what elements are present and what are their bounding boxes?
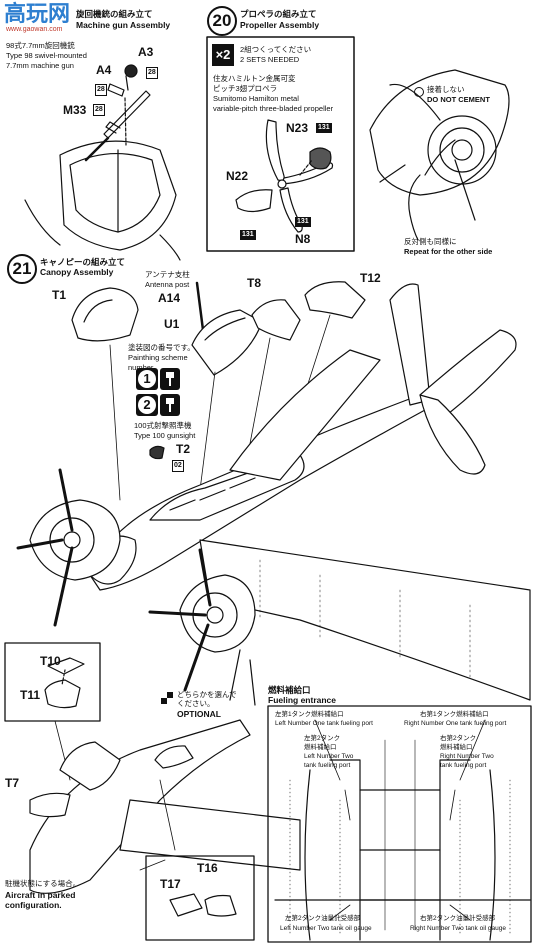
paint-caption-jp: 塗装図の番号です。 <box>128 343 195 352</box>
sets-caption-jp: 2組つくってください <box>240 45 312 54</box>
paint-scheme-1-number: 1 <box>138 370 156 388</box>
part-tag-131-c: 131 <box>240 230 256 240</box>
sets-multiplier-badge: ×2 <box>212 44 234 66</box>
fueling-title-jp: 燃料補給口 <box>268 685 311 695</box>
paint-scheme-2-badge: 2 <box>136 394 158 416</box>
left2-caption-jp-2: 燃料補給口 <box>304 744 337 751</box>
sets-caption-en: 2 SETS NEEDED <box>240 55 300 64</box>
optional-caption-jp-2: ください。 <box>177 699 215 708</box>
prop-desc-jp-2: ピッチ3翅プロペラ <box>213 84 278 93</box>
step21-title-en: Canopy Assembly <box>40 267 114 277</box>
gunsight-caption-en: Type 100 gunsight <box>134 431 196 440</box>
left2-caption-en-1: Left Number Two <box>304 753 354 760</box>
watermark-title: 高玩网 <box>4 1 71 26</box>
propeller-box <box>206 36 355 252</box>
part-n8: N8 <box>295 232 311 246</box>
canopy-parts <box>71 281 366 501</box>
step21-title-jp: キャノピーの組み立て <box>40 257 126 267</box>
prop-desc-jp-1: 住友ハミルトン金属可変 <box>213 74 296 83</box>
parked-aircraft <box>29 719 301 894</box>
paint-scheme-1-mark-icon <box>160 368 180 390</box>
part-t10: T10 <box>40 654 61 668</box>
optional-inset-box <box>4 642 101 781</box>
step20-number: 20 <box>207 6 237 36</box>
part-t11: T11 <box>20 688 41 702</box>
right2-caption-jp-2: 燃料補給口 <box>440 744 473 751</box>
left-gauge-caption-jp: 左第2タンク油量計受感部 <box>285 915 361 922</box>
watermark-url: www.gaowan.com <box>6 26 63 33</box>
parked-caption-en-2: configuration. <box>5 900 62 910</box>
part-tag-131-a: 131 <box>316 123 332 133</box>
step19-title-en: Machine gun Assembly <box>76 20 171 30</box>
part-a4: A4 <box>96 63 112 77</box>
part-m33: M33 <box>63 103 87 117</box>
right2-caption-en-2: tank fueling port <box>440 762 487 769</box>
part-t1: T1 <box>52 288 67 302</box>
right1-caption-jp: 右第1タンク燃料補給口 <box>420 711 489 718</box>
engine-nacelle <box>369 69 510 241</box>
fueling-diagram <box>267 705 532 943</box>
part-t12: T12 <box>360 271 381 285</box>
part-n23: N23 <box>286 121 309 135</box>
other-side-jp: 反対側も同様に <box>404 237 457 246</box>
right1-caption-en: Right Number One tank fueling port <box>404 720 507 727</box>
part-t8: T8 <box>247 276 262 290</box>
optional-inset-box-2 <box>145 855 255 941</box>
left2-caption-jp-1: 左第2タンク <box>304 735 341 742</box>
part-a3: A3 <box>138 45 154 59</box>
part-tag-28-b: 28 <box>95 84 107 96</box>
paint-scheme-2-mark-icon <box>160 394 180 416</box>
no-cement-en: DO NOT CEMENT <box>427 95 490 104</box>
gun-caption-jp: 98式7.7mm旋回機銃 <box>6 41 75 50</box>
gun-caption-en-1: Type 98 swivel-mounted <box>6 51 87 60</box>
optional-label: OPTIONAL <box>177 709 221 719</box>
prop-desc-en-2: variable-pitch three-bladed propeller <box>213 104 334 113</box>
optional-caption-jp: どちらかを選んで <box>177 690 237 699</box>
left-gauge-caption-en: Left Number Two tank oil gauge <box>280 925 372 932</box>
parked-caption-en-1: Aircraft in parked <box>5 890 76 900</box>
part-t7: T7 <box>5 776 20 790</box>
fueling-title-en: Fueling entrance <box>268 695 337 705</box>
right2-caption-en-1: Right Number Two <box>440 753 494 760</box>
other-side-en: Repeat for the other side <box>404 247 493 256</box>
no-cement-jp: 接着しない <box>427 85 465 94</box>
antenna-caption-en: Antenna post <box>145 280 190 289</box>
left1-caption-jp: 左第1タンク燃料補給口 <box>275 711 344 718</box>
watermark: 高玩网 www.gaowan.com <box>0 0 72 36</box>
part-tag-28-a: 28 <box>146 67 158 79</box>
gunsight-caption-jp: 100式射撃照準機 <box>134 421 192 430</box>
step20-title-en: Propeller Assembly <box>240 20 320 30</box>
left2-caption-en-2: tank fueling port <box>304 762 351 769</box>
prop-desc-en-1: Sumitomo Hamilton metal <box>213 94 299 103</box>
right-gauge-caption-jp: 右第2タンク油量計受感部 <box>420 915 496 922</box>
gun-caption-en-2: 7.7mm machine gun <box>6 61 74 70</box>
part-u1: U1 <box>164 317 180 331</box>
part-t17: T17 <box>160 877 181 891</box>
part-t2: T2 <box>176 442 191 456</box>
part-t16: T16 <box>197 861 218 875</box>
no-cement-icon <box>414 87 424 97</box>
paint-caption-en-1: Painthing scheme <box>128 353 188 362</box>
paint-scheme-1-badge: 1 <box>136 368 158 390</box>
paint-scheme-2-number: 2 <box>138 396 156 414</box>
part-tag-28-c: 28 <box>93 104 105 116</box>
step21-number: 21 <box>7 254 37 284</box>
part-n22: N22 <box>226 169 249 183</box>
machine-gun-diagram <box>24 64 181 261</box>
parked-caption-jp: 駐機状態にする場合。 <box>5 879 81 888</box>
part-a14: A14 <box>158 291 181 305</box>
paint-caption-en-2: number <box>128 364 153 372</box>
antenna-caption-jp: アンテナ支柱 <box>145 270 190 279</box>
step19-title-jp: 旋回機銃の組み立て <box>76 9 153 19</box>
left1-caption-en: Left Number One tank fueling port <box>275 720 373 727</box>
right2-caption-jp-1: 右第2タンク <box>440 735 477 742</box>
step20-title-jp: プロペラの組み立て <box>240 9 317 19</box>
right-gauge-caption-en: Right Number Two tank oil gauge <box>410 925 506 932</box>
part-tag-02: 02 <box>172 460 184 472</box>
aircraft-diagram <box>16 283 531 706</box>
optional-icon <box>161 692 173 704</box>
part-tag-131-b: 131 <box>295 217 311 227</box>
